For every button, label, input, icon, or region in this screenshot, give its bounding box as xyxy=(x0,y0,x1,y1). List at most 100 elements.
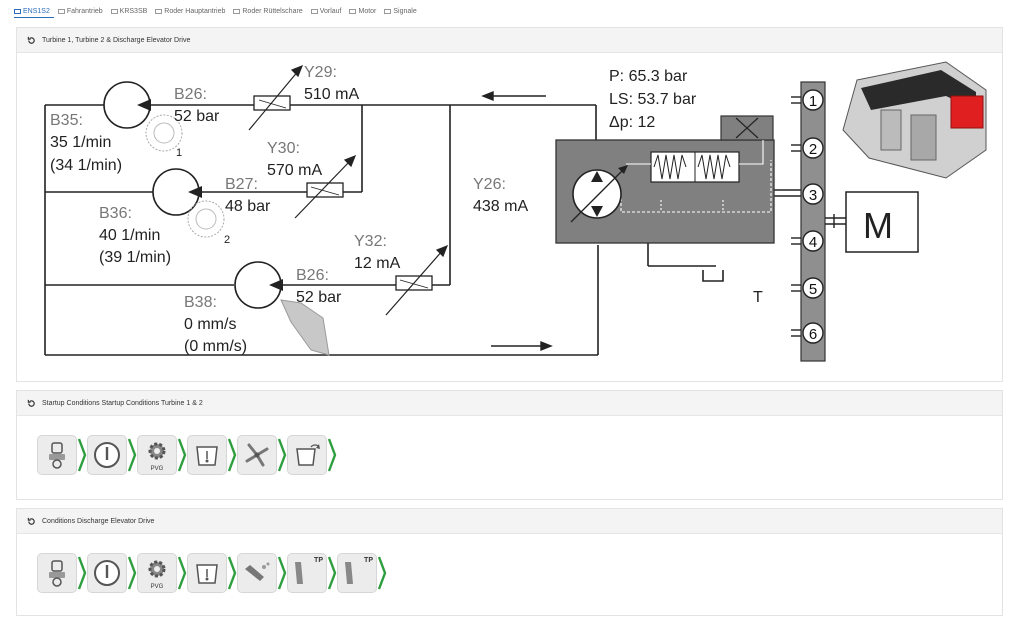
hydraulic-diagram: B26: 52 bar Y29: 510 mA B35: 35 1/min (3… xyxy=(44,61,987,362)
tab-ens1s2[interactable]: ENS1S2 xyxy=(14,4,50,18)
panel-title: Turbine 1, Turbine 2 & Discharge Elevato… xyxy=(42,36,191,44)
diagram-panel-header: Turbine 1, Turbine 2 & Discharge Elevato… xyxy=(17,28,1002,53)
port-6-label: 6 xyxy=(809,326,817,343)
startup-steps: PVG xyxy=(37,435,337,475)
chevron-right-icon xyxy=(327,435,337,475)
y32-label: Y32: xyxy=(354,233,387,250)
refresh-icon[interactable] xyxy=(27,399,36,408)
tab-vorlauf[interactable]: Vorlauf xyxy=(310,4,341,18)
chevron-right-icon xyxy=(127,435,137,475)
port-5 xyxy=(802,277,824,299)
port-1-label: 1 xyxy=(809,93,817,110)
tab-signale[interactable]: Signale xyxy=(384,4,417,18)
b26-bottom-value: 52 bar xyxy=(296,289,342,306)
tab-roder-ruettelschare[interactable]: Roder Rüttelschare xyxy=(233,4,303,18)
engine-box xyxy=(845,191,919,253)
pressure-delta: Δp: 12 xyxy=(609,114,655,131)
b36-value: 40 1/min xyxy=(99,227,160,244)
y29-value: 510 mA xyxy=(304,86,359,103)
hydraulic-motor-elevator xyxy=(234,261,283,309)
motor-label: M xyxy=(863,205,893,246)
discharge-conditions-panel: Conditions Discharge Elevator Drive PVG … xyxy=(16,508,1003,616)
discharge-panel-header: Conditions Discharge Elevator Drive xyxy=(17,509,1002,534)
hopper-icon xyxy=(187,553,227,593)
turbine-icon xyxy=(237,435,277,475)
b27-label: B27: xyxy=(225,176,258,193)
port-1 xyxy=(802,89,824,111)
pvg-gear-icon: PVG xyxy=(137,435,177,475)
port-4 xyxy=(802,230,824,252)
port-4-label: 4 xyxy=(809,234,817,251)
chevron-right-icon xyxy=(327,553,337,593)
port-6 xyxy=(802,322,824,344)
refresh-icon[interactable] xyxy=(27,36,36,45)
panel-title: Conditions Discharge Elevator Drive xyxy=(42,517,155,525)
chevron-right-icon xyxy=(77,553,87,593)
b35-setpoint: (34 1/min) xyxy=(50,157,122,174)
port-3 xyxy=(802,183,824,205)
panel-title: Startup Conditions Startup Conditions Tu… xyxy=(42,399,203,407)
chevron-right-icon xyxy=(377,553,387,593)
table-icon xyxy=(110,8,118,14)
startup-panel-header: Startup Conditions Startup Conditions Tu… xyxy=(17,391,1002,416)
y30-label: Y30: xyxy=(267,140,300,157)
tab-fahrantrieb[interactable]: Fahrantrieb xyxy=(57,4,103,18)
tab-motor[interactable]: Motor xyxy=(349,4,376,18)
tab-roder-hauptantrieb[interactable]: Roder Hauptantrieb xyxy=(155,4,225,18)
y32-value: 12 mA xyxy=(354,255,401,272)
chevron-right-icon xyxy=(77,435,87,475)
b26-top-value: 52 bar xyxy=(174,108,220,125)
refresh-icon[interactable] xyxy=(27,517,36,526)
gearbox-bar xyxy=(800,81,826,362)
pump-assembly-graphic xyxy=(842,61,987,179)
turbine1-number: 1 xyxy=(176,147,182,159)
b38-setpoint: (0 mm/s) xyxy=(184,338,247,355)
b35-label: B35: xyxy=(50,112,83,129)
b27-value: 48 bar xyxy=(225,198,271,215)
pvg-gear-icon: PVG xyxy=(137,553,177,593)
b38-value: 0 mm/s xyxy=(184,316,236,333)
discharge-steps: PVG TP TP xyxy=(37,553,387,593)
port-3-label: 3 xyxy=(809,187,817,204)
chevron-right-icon xyxy=(277,553,287,593)
pressure-p: P: 65.3 bar xyxy=(609,68,688,85)
elevator-tp-icon: TP xyxy=(337,553,377,593)
y29-label: Y29: xyxy=(304,64,337,81)
power-icon xyxy=(87,553,127,593)
chevron-right-icon xyxy=(227,553,237,593)
tab-krs3sb[interactable]: KRS3SB xyxy=(110,4,147,18)
hopper-arrow-icon xyxy=(287,435,327,475)
table-icon xyxy=(310,8,318,14)
b36-setpoint: (39 1/min) xyxy=(99,249,171,266)
tank-label: T xyxy=(753,289,763,306)
chevron-right-icon xyxy=(127,553,137,593)
y26-value: 438 mA xyxy=(473,198,528,215)
diagram-panel: Turbine 1, Turbine 2 & Discharge Elevato… xyxy=(16,27,1003,382)
table-icon xyxy=(384,8,392,14)
b36-label: B36: xyxy=(99,205,132,222)
table-icon xyxy=(57,8,65,14)
hydraulic-motor-turbine1 xyxy=(103,81,151,129)
turbine2-number: 2 xyxy=(224,234,230,246)
elevator-tp-icon: TP xyxy=(287,553,327,593)
tab-bar: ENS1S2 Fahrantrieb KRS3SB Roder Hauptant… xyxy=(14,4,417,18)
b38-label: B38: xyxy=(184,294,217,311)
port-2 xyxy=(802,137,824,159)
table-icon xyxy=(233,8,241,14)
chevron-right-icon xyxy=(177,435,187,475)
chevron-right-icon xyxy=(177,553,187,593)
table-icon xyxy=(155,8,163,14)
hopper-icon xyxy=(187,435,227,475)
active-tab-underline xyxy=(14,17,54,18)
table-icon xyxy=(349,8,357,14)
y26-label: Y26: xyxy=(473,176,506,193)
b26-top-label: B26: xyxy=(174,86,207,103)
seat-icon xyxy=(37,553,77,593)
port-2-label: 2 xyxy=(809,141,817,158)
pressure-ls: LS: 53.7 bar xyxy=(609,91,697,108)
power-icon xyxy=(87,435,127,475)
elevator-icon xyxy=(237,553,277,593)
chevron-right-icon xyxy=(277,435,287,475)
startup-conditions-panel: Startup Conditions Startup Conditions Tu… xyxy=(16,390,1003,500)
b26-bottom-label: B26: xyxy=(296,267,329,284)
